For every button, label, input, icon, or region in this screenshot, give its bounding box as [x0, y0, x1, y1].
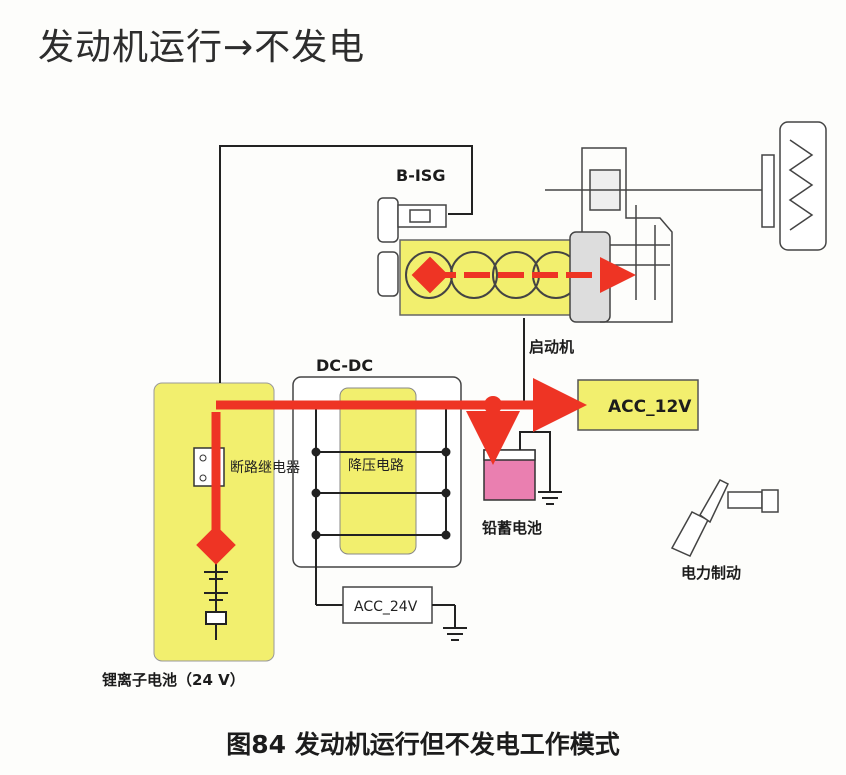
label-li-battery: 锂离子电池（24 V） [102, 671, 245, 689]
relay-contact [199, 454, 207, 462]
label-bisg: B-ISG [396, 166, 445, 185]
figure-caption: 图84 发动机运行但不发电工作模式 [226, 730, 620, 759]
label-starter: 启动机 [529, 338, 574, 356]
label-buck: 降压电路 [348, 458, 404, 474]
battery-cells-icon [204, 560, 228, 640]
label-dcdc: DC-DC [316, 356, 373, 375]
wire-bisg [219, 145, 473, 383]
ground-icon [432, 604, 467, 641]
lead-battery-icon [483, 431, 562, 505]
label-lead-battery: 铅蓄电池 [482, 519, 542, 537]
label-regen: 电力制动 [681, 564, 741, 582]
acc12-box [577, 379, 699, 431]
label-relay: 断路继电器 [230, 460, 300, 476]
brake-pedal-icon [670, 479, 779, 557]
power-flow [196, 256, 636, 565]
label-acc12: ACC_12V [608, 397, 692, 417]
relay-contact [199, 474, 207, 482]
dcdc-wiring [311, 405, 451, 606]
bisg-motor-icon [377, 197, 447, 297]
transmission-icon [545, 147, 770, 323]
label-acc24: ACC_24V [354, 599, 418, 615]
page-title: 发动机运行→不发电 [38, 27, 366, 68]
wheel-icon [761, 121, 827, 251]
buck-circuit [339, 387, 417, 555]
